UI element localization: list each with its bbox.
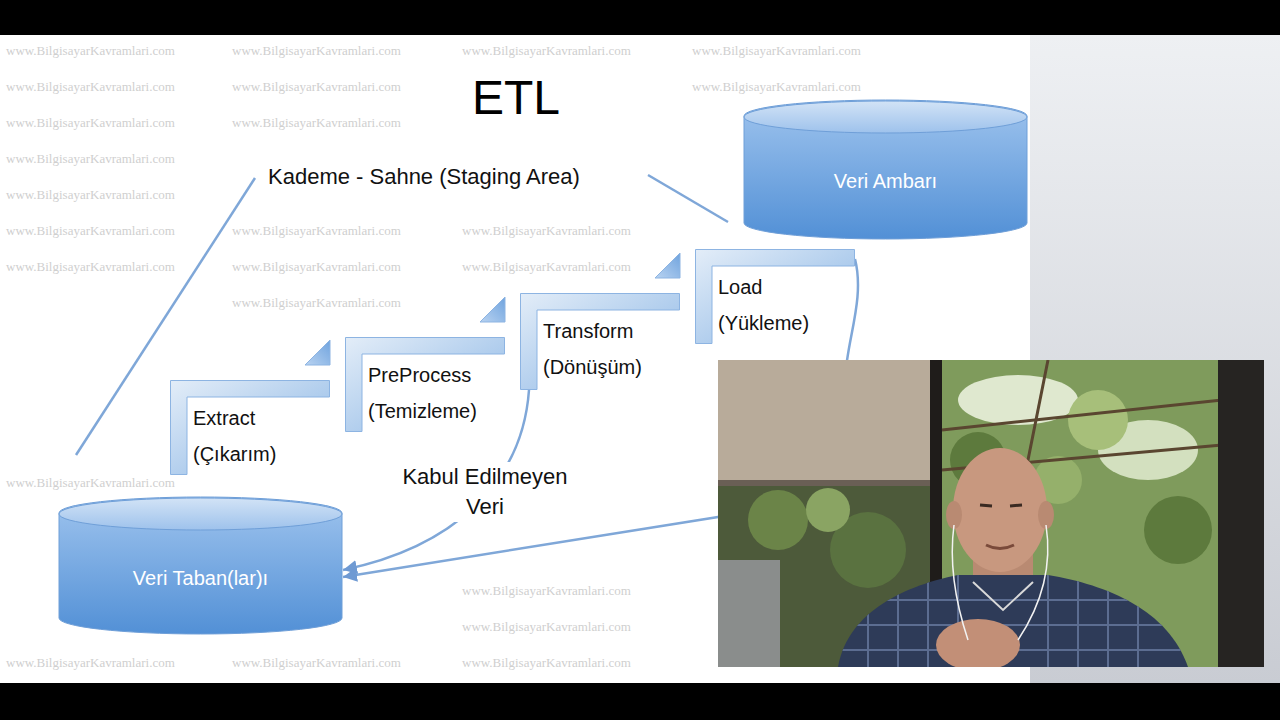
- watermark: www.BilgisayarKavramlari.com: [232, 656, 401, 670]
- watermark-box: www.BilgisayarKavramlari.com: [232, 224, 401, 238]
- watermark-box: www.BilgisayarKavramlari.com: [232, 44, 401, 58]
- watermark: www.BilgisayarKavramlari.com: [6, 224, 175, 238]
- step-arrow: [480, 297, 505, 322]
- watermark-box: www.BilgisayarKavramlari.com: [6, 656, 175, 670]
- webcam-illustration: [718, 360, 1264, 667]
- watermark-box: www.BilgisayarKavramlari.com: [232, 80, 401, 94]
- watermark: www.BilgisayarKavramlari.com: [462, 656, 631, 670]
- step-name: Transform: [543, 319, 633, 343]
- watermark: www.BilgisayarKavramlari.com: [6, 80, 175, 94]
- area-label: Kademe - Sahne (Staging Area): [268, 163, 580, 191]
- watermark: www.BilgisayarKavramlari.com: [462, 260, 631, 274]
- edge-label-box: Kabul Edilmeyen Veri: [385, 462, 585, 522]
- step-name: PreProcess: [368, 363, 471, 387]
- step-name: Extract: [193, 406, 255, 430]
- node-label: Veri Taban(lar)ı: [133, 566, 268, 590]
- watermark: www.BilgisayarKavramlari.com: [232, 260, 401, 274]
- staging-line: [76, 178, 255, 455]
- node-label: Veri Ambarı: [834, 169, 937, 193]
- watermark: www.BilgisayarKavramlari.com: [692, 44, 861, 58]
- staging-line: [648, 175, 728, 222]
- process-step: Transform (Dönüşüm): [520, 293, 680, 390]
- step-subtitle: (Çıkarım): [193, 442, 276, 466]
- watermark-box: www.BilgisayarKavramlari.com: [6, 476, 175, 490]
- watermark-box: www.BilgisayarKavramlari.com: [232, 260, 401, 274]
- watermark: www.BilgisayarKavramlari.com: [6, 188, 175, 202]
- edge-label: Kabul Edilmeyen Veri: [385, 462, 585, 522]
- cylinder-outline: [58, 497, 343, 635]
- watermark-box: www.BilgisayarKavramlari.com: [6, 224, 175, 238]
- watermark: www.BilgisayarKavramlari.com: [6, 260, 175, 274]
- step-shape: [346, 338, 505, 432]
- watermark-box: www.BilgisayarKavramlari.com: [232, 296, 401, 310]
- watermark: www.BilgisayarKavramlari.com: [462, 224, 631, 238]
- watermark-box: www.BilgisayarKavramlari.com: [6, 260, 175, 274]
- cylinder-top: [59, 498, 342, 530]
- cylinder-body: [59, 497, 342, 634]
- watermark-box: www.BilgisayarKavramlari.com: [692, 80, 861, 94]
- cylinder-top: [744, 101, 1027, 133]
- watermark-box: www.BilgisayarKavramlari.com: [6, 188, 175, 202]
- watermark-box: www.BilgisayarKavramlari.com: [6, 152, 175, 166]
- step-subtitle: (Temizleme): [368, 399, 477, 423]
- step-subtitle: (Dönüşüm): [543, 355, 642, 379]
- step-shape: [521, 294, 680, 390]
- cylinder-body: [744, 100, 1027, 239]
- watermark-box: www.BilgisayarKavramlari.com: [462, 44, 631, 58]
- step-arrow: [305, 340, 330, 365]
- step-shape: [171, 381, 330, 475]
- watermark-box: www.BilgisayarKavramlari.com: [462, 656, 631, 670]
- watermark: www.BilgisayarKavramlari.com: [232, 224, 401, 238]
- watermark: www.BilgisayarKavramlari.com: [232, 116, 401, 130]
- watermark-box: www.BilgisayarKavramlari.com: [232, 116, 401, 130]
- bottom-bar: [0, 683, 1280, 720]
- watermark: www.BilgisayarKavramlari.com: [6, 476, 175, 490]
- watermark: www.BilgisayarKavramlari.com: [232, 296, 401, 310]
- watermark: www.BilgisayarKavramlari.com: [6, 656, 175, 670]
- watermark: www.BilgisayarKavramlari.com: [232, 44, 401, 58]
- watermark-box: www.BilgisayarKavramlari.com: [462, 620, 631, 634]
- watermark: www.BilgisayarKavramlari.com: [462, 620, 631, 634]
- watermark-box: www.BilgisayarKavramlari.com: [232, 656, 401, 670]
- watermark: www.BilgisayarKavramlari.com: [462, 584, 631, 598]
- diagram-title-box: ETL: [472, 70, 560, 126]
- watermark-box: www.BilgisayarKavramlari.com: [462, 224, 631, 238]
- process-step: Extract (Çıkarım): [170, 380, 330, 475]
- database-cylinder: Veri Taban(lar)ı: [58, 497, 343, 635]
- database-cylinder: Veri Ambarı: [743, 100, 1028, 240]
- area-label-box: Kademe - Sahne (Staging Area): [268, 163, 580, 191]
- watermark-box: www.BilgisayarKavramlari.com: [6, 80, 175, 94]
- step-arrow: [655, 253, 680, 278]
- process-step: PreProcess (Temizleme): [345, 337, 505, 432]
- process-step: Load (Yükleme): [695, 249, 855, 344]
- watermark-box: www.BilgisayarKavramlari.com: [6, 44, 175, 58]
- watermark-box: www.BilgisayarKavramlari.com: [6, 116, 175, 130]
- watermark: www.BilgisayarKavramlari.com: [6, 44, 175, 58]
- watermark-box: www.BilgisayarKavramlari.com: [692, 44, 861, 58]
- top-bar: [0, 0, 1280, 35]
- step-shape: [696, 250, 855, 344]
- watermark: www.BilgisayarKavramlari.com: [462, 44, 631, 58]
- watermark: www.BilgisayarKavramlari.com: [6, 152, 175, 166]
- step-subtitle: (Yükleme): [718, 311, 809, 335]
- step-name: Load: [718, 275, 763, 299]
- diagram-title: ETL: [472, 70, 560, 126]
- watermark-box: www.BilgisayarKavramlari.com: [462, 260, 631, 274]
- watermark: www.BilgisayarKavramlari.com: [6, 116, 175, 130]
- watermark: www.BilgisayarKavramlari.com: [232, 80, 401, 94]
- watermark-box: www.BilgisayarKavramlari.com: [462, 584, 631, 598]
- watermark: www.BilgisayarKavramlari.com: [692, 80, 861, 94]
